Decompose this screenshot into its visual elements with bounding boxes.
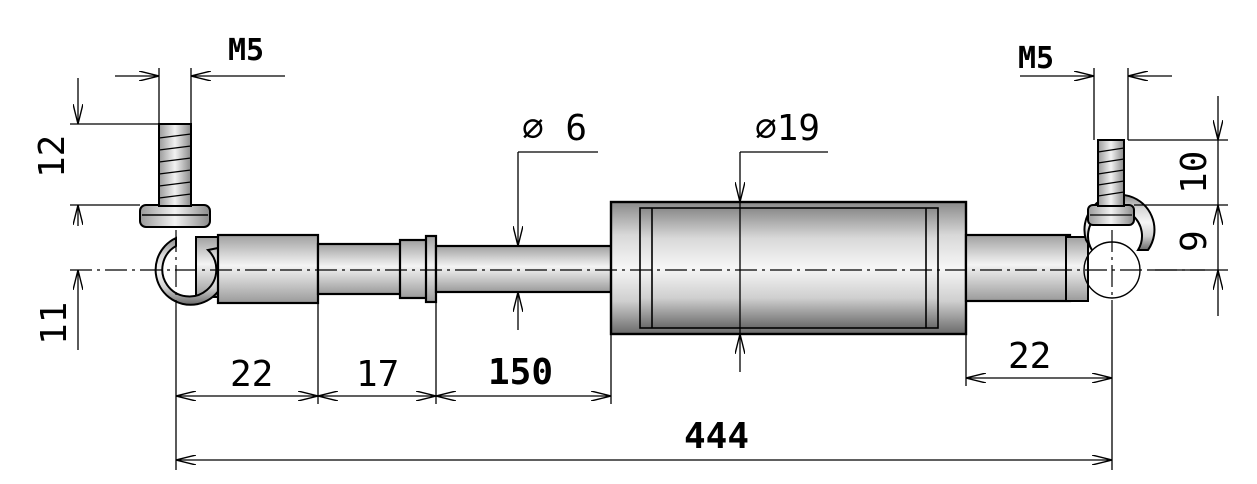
left-end-tube (216, 233, 320, 305)
thread-left-label: M5 (228, 33, 264, 68)
piston-rod (434, 244, 614, 294)
dim-22-left-label: 22 (230, 354, 273, 395)
dim-9-label: 9 (1174, 230, 1215, 252)
cylinder (609, 200, 968, 336)
gas-spring-body (70, 123, 1205, 336)
cylinder-diameter-label: ⌀19 (755, 108, 820, 149)
dim-444-label: 444 (684, 416, 749, 457)
dim-thread-left: M5 (115, 33, 285, 124)
dim-17-label: 17 (356, 354, 399, 395)
left-ball-socket (139, 123, 227, 306)
rod-diameter-label: ⌀ 6 (522, 108, 587, 149)
dim-thread-right: M5 (1018, 41, 1172, 140)
rod-collar (424, 234, 438, 304)
right-ball-socket (1065, 139, 1156, 302)
dim-12: 12 (32, 78, 159, 226)
thread-right-label: M5 (1018, 41, 1054, 76)
dim-chain: 22 17 150 22 444 (175, 303, 1113, 470)
dim-11: 11 (34, 270, 78, 350)
dim-10-label: 10 (1174, 151, 1215, 194)
dim-11-label: 11 (34, 302, 75, 345)
dim-22-right-label: 22 (1008, 336, 1051, 377)
necked-section (316, 242, 408, 296)
right-end-tube (964, 233, 1072, 303)
dim-cylinder-diameter: ⌀19 (740, 108, 828, 372)
dim-rod-diameter: ⌀ 6 (518, 108, 598, 330)
dim-12-label: 12 (32, 135, 73, 178)
dim-10: 10 (1128, 96, 1228, 206)
dimensions: M5 M5 ⌀ 6 ⌀19 (32, 33, 1228, 470)
dim-150-label: 150 (488, 352, 553, 393)
dim-9: 9 (1150, 205, 1228, 316)
